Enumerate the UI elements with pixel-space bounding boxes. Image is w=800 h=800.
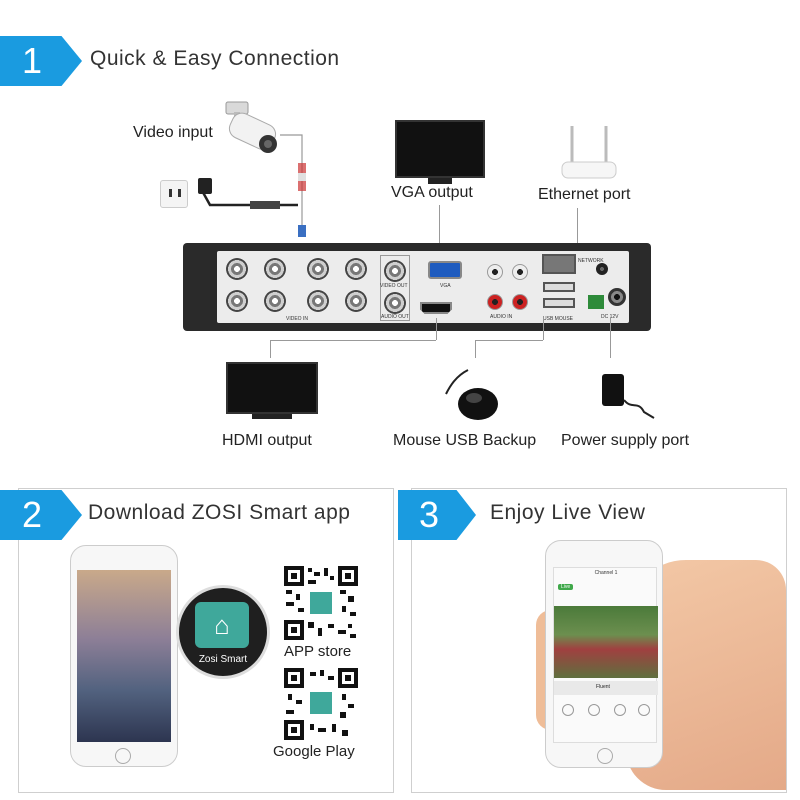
power-adapter-icon	[198, 178, 212, 194]
dvr-body	[183, 243, 651, 331]
bnc-port	[264, 258, 286, 280]
live-video-feed	[554, 606, 658, 678]
google-play-qr-code[interactable]	[284, 668, 358, 740]
dc-jack	[608, 288, 626, 306]
video-out-box	[380, 255, 410, 321]
hdmi-connector-line	[270, 340, 436, 341]
step-1-title: Quick & Easy Connection	[90, 47, 340, 70]
video-input-label: Video input	[133, 124, 213, 141]
vga-monitor-stand	[428, 178, 452, 184]
audio-rca-red	[487, 294, 503, 310]
phone-live-view: Channel 1 Live Fluent	[545, 540, 663, 768]
bnc-port	[345, 258, 367, 280]
mouse-connector-line-v2	[543, 318, 544, 340]
record-icon[interactable]	[588, 704, 600, 716]
usb-label: USB MOUSE	[543, 316, 574, 322]
power-adapter-large-icon	[602, 374, 655, 419]
bnc-port	[384, 260, 406, 282]
audio-rca-white	[512, 264, 528, 280]
hdmi-monitor-icon	[226, 362, 318, 414]
step-3-title: Enjoy Live View	[490, 501, 646, 524]
dc-label: DC 12V	[601, 314, 619, 320]
video-out-label: VIDEO OUT	[380, 283, 408, 289]
ethernet-connector-line	[577, 208, 578, 253]
app-store-qr-code[interactable]	[284, 566, 358, 640]
camera-icon	[225, 101, 277, 153]
hdmi-connector-line-v2	[436, 318, 437, 340]
intercom-icon[interactable]	[562, 704, 574, 716]
mouse-usb-label: Mouse USB Backup	[393, 432, 537, 449]
zosi-app-icon: ⌂	[195, 602, 249, 648]
phone-home-screen	[70, 545, 178, 767]
google-play-label: Google Play	[273, 743, 355, 760]
live-badge: Live	[558, 584, 574, 590]
phone-screen	[77, 570, 171, 742]
mouse-icon	[445, 369, 498, 420]
router-icon	[561, 126, 617, 179]
step-1-number: 1	[21, 40, 43, 81]
audio-in-label: AUDIO IN	[490, 314, 513, 320]
step-2-number: 2	[21, 494, 43, 535]
fluent-label: Fluent	[596, 684, 610, 690]
ground-screw	[596, 263, 608, 275]
channel-title: Channel 1	[594, 570, 618, 576]
step-2-title: Download ZOSI Smart app	[88, 501, 351, 524]
power-supply-label: Power supply port	[561, 432, 690, 449]
video-cable	[198, 134, 306, 237]
bnc-port	[226, 258, 248, 280]
video-in-label: VIDEO IN	[286, 316, 308, 322]
step-3-number: 3	[418, 494, 440, 535]
audio-rca-red	[512, 294, 528, 310]
vga-monitor-icon	[395, 120, 485, 178]
bnc-port	[264, 290, 286, 312]
vga-output-label: VGA output	[391, 184, 473, 201]
bnc-port	[345, 290, 367, 312]
home-button	[597, 748, 613, 764]
usb-port	[543, 298, 575, 308]
mouse-connector-line	[475, 340, 543, 341]
network-label: NETWORK	[578, 258, 604, 264]
bnc-port	[307, 258, 329, 280]
hdmi-connector-line-v	[270, 340, 271, 358]
zosi-app-name: Zosi Smart	[198, 654, 248, 665]
hdmi-output-label: HDMI output	[222, 432, 312, 449]
power-terminal	[588, 295, 604, 309]
app-store-label: APP store	[284, 643, 352, 660]
video-controls-bar	[554, 681, 658, 695]
audio-rca-white	[487, 264, 503, 280]
screenshot-icon[interactable]	[614, 704, 626, 716]
step-2-badge: 2	[0, 490, 82, 540]
live-screen: Channel 1 Live Fluent	[553, 567, 658, 743]
usb-port	[543, 282, 575, 292]
hdmi-port	[420, 302, 452, 314]
bnc-port	[226, 290, 248, 312]
mouse-connector-line-v	[475, 340, 476, 358]
power-connector-line	[610, 318, 611, 358]
hdmi-monitor-stand	[252, 414, 292, 419]
bnc-port	[307, 290, 329, 312]
step-1-badge: 1	[0, 36, 82, 86]
audio-out-label: AUDIO OUT	[381, 314, 409, 320]
playback-icon[interactable]	[638, 704, 650, 716]
ethernet-port-label: Ethernet port	[538, 186, 631, 203]
vga-label: VGA	[440, 283, 451, 289]
wall-outlet-icon	[160, 180, 188, 208]
zosi-app-badge: ⌂ Zosi Smart	[176, 585, 270, 679]
vga-connector-line	[439, 205, 440, 263]
home-button	[115, 748, 131, 764]
vga-port	[428, 261, 462, 279]
rj45-port	[542, 254, 576, 274]
bnc-port	[384, 292, 406, 314]
